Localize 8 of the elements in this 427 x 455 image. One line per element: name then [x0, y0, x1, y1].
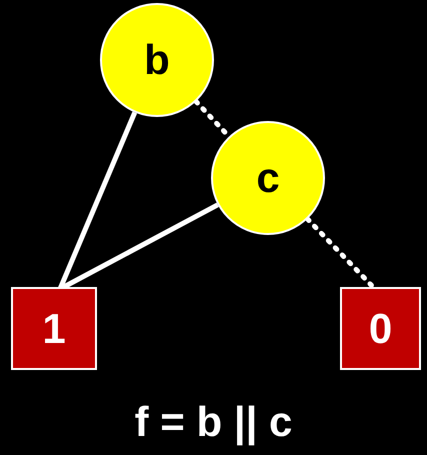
formula-title: f = b || c	[134, 398, 292, 446]
node-label: 0	[368, 304, 392, 352]
terminal-box	[340, 287, 421, 370]
node-label: b	[144, 36, 170, 84]
node-label: 1	[42, 304, 66, 352]
terminal-box	[11, 287, 97, 370]
node-label: c	[256, 154, 280, 202]
line	[58, 112, 138, 290]
